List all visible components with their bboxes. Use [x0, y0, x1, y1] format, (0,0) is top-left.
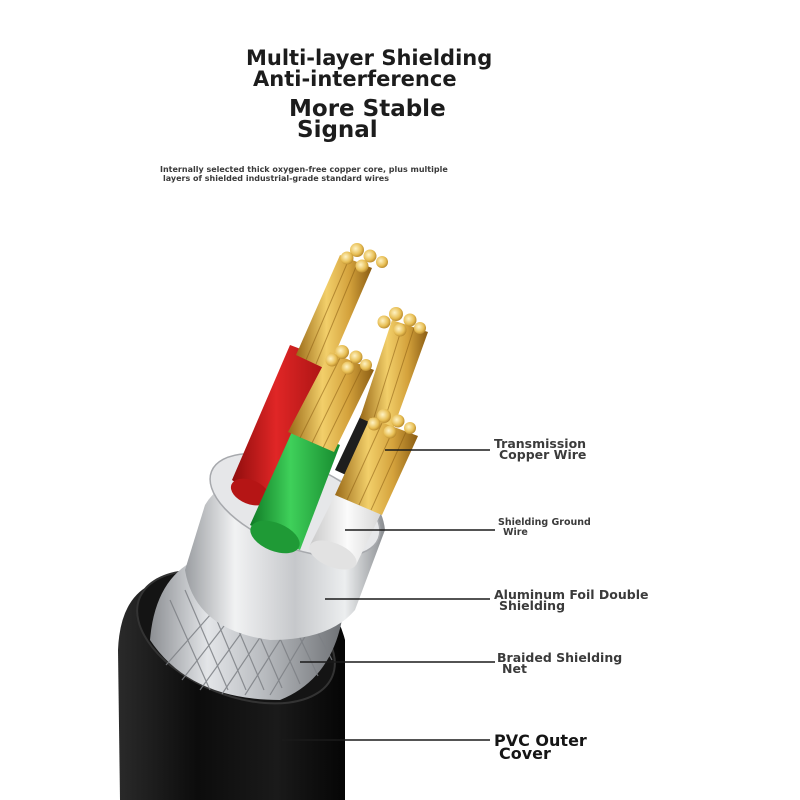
headline-line-1: Multi-layer Shielding — [246, 46, 493, 70]
label-shielding-ground-wire: Shielding Ground Wire — [498, 518, 591, 538]
red-core — [230, 345, 330, 506]
label-shielding-ground-line-2: Wire — [503, 527, 528, 538]
description-line-2: layers of shielded industrial-grade stan… — [163, 174, 389, 183]
label-pvc-line-2: Cover — [499, 744, 551, 763]
label-pvc-outer-cover: PVC Outer Cover — [494, 731, 587, 763]
label-transmission-line-2: Copper Wire — [499, 447, 587, 462]
headline-line-4: Signal — [297, 117, 378, 143]
copper-bundle-green — [288, 345, 374, 452]
label-aluminum-line-1: Aluminum Foil Double — [494, 587, 649, 602]
copper-bundle-red — [296, 243, 388, 370]
label-braided-line-2: Net — [502, 661, 527, 676]
copper-bundle-white — [335, 409, 418, 515]
label-braided-shielding-net: Braided Shielding Net — [497, 650, 623, 676]
copper-bundle-black — [360, 307, 428, 432]
green-core — [250, 425, 340, 554]
label-aluminum-line-2: Shielding — [499, 598, 566, 613]
leader-lines — [282, 449, 495, 741]
label-transmission-line-1: Transmission — [494, 436, 587, 451]
label-braided-line-1: Braided Shielding — [497, 650, 623, 665]
label-shielding-ground-line-1: Shielding Ground — [498, 517, 591, 528]
headline-line-2: Anti-interference — [253, 67, 457, 91]
description-line-1: Internally selected thick oxygen-free co… — [160, 165, 448, 174]
headline-line-3: More Stable — [289, 96, 446, 122]
label-pvc-line-1: PVC Outer — [494, 731, 587, 750]
label-transmission-copper-wire: Transmission Copper Wire — [494, 436, 587, 462]
description: Internally selected thick oxygen-free co… — [160, 165, 460, 183]
label-aluminum-foil-double-shielding: Aluminum Foil Double Shielding — [494, 587, 649, 613]
